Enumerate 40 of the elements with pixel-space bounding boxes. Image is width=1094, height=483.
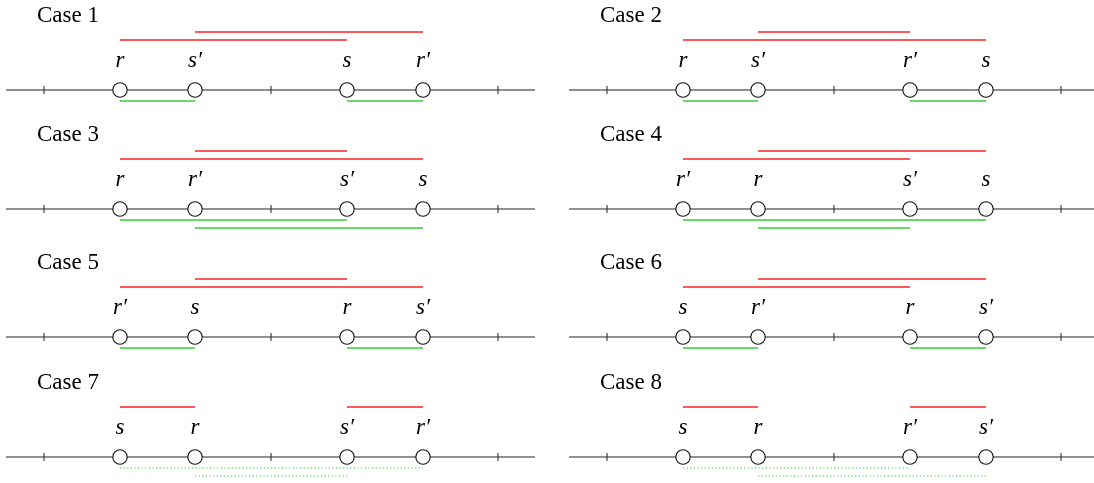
- case-heading: Case 6: [600, 249, 662, 275]
- case-heading: Case 1: [37, 2, 99, 28]
- case-heading: Case 7: [37, 369, 99, 395]
- point-label: s′: [750, 47, 766, 73]
- point-label: s: [189, 294, 201, 320]
- case-heading: Case 2: [600, 2, 662, 28]
- point-label: s′: [978, 294, 994, 320]
- point-label: r: [189, 414, 201, 440]
- point-label: s′: [187, 47, 203, 73]
- point-label: s: [114, 414, 126, 440]
- case-heading: Case 3: [37, 121, 99, 147]
- point-label: r′: [675, 166, 691, 192]
- case-heading: Case 5: [37, 249, 99, 275]
- point-label: s: [677, 294, 689, 320]
- point-label: r′: [187, 166, 203, 192]
- case-heading: Case 4: [600, 121, 662, 147]
- point-label: s: [341, 47, 353, 73]
- point-label: r′: [415, 47, 431, 73]
- point-label: s′: [902, 166, 918, 192]
- point-label: s′: [339, 414, 355, 440]
- point-label: r′: [902, 414, 918, 440]
- point-label: r′: [112, 294, 128, 320]
- point-label: r′: [902, 47, 918, 73]
- point-label: r: [114, 47, 126, 73]
- case-heading: Case 8: [600, 369, 662, 395]
- point-label: s′: [978, 414, 994, 440]
- point-label: s: [980, 47, 992, 73]
- point-label: s′: [415, 294, 431, 320]
- point-label: r: [114, 166, 126, 192]
- point-label: r: [752, 414, 764, 440]
- point-label: r: [677, 47, 689, 73]
- point-label: s′: [339, 166, 355, 192]
- point-label: s: [417, 166, 429, 192]
- point-label: r: [752, 166, 764, 192]
- point-label: r: [904, 294, 916, 320]
- point-label: r′: [415, 414, 431, 440]
- point-label: r′: [750, 294, 766, 320]
- point-label: s: [980, 166, 992, 192]
- point-label: r: [341, 294, 353, 320]
- point-label: s: [677, 414, 689, 440]
